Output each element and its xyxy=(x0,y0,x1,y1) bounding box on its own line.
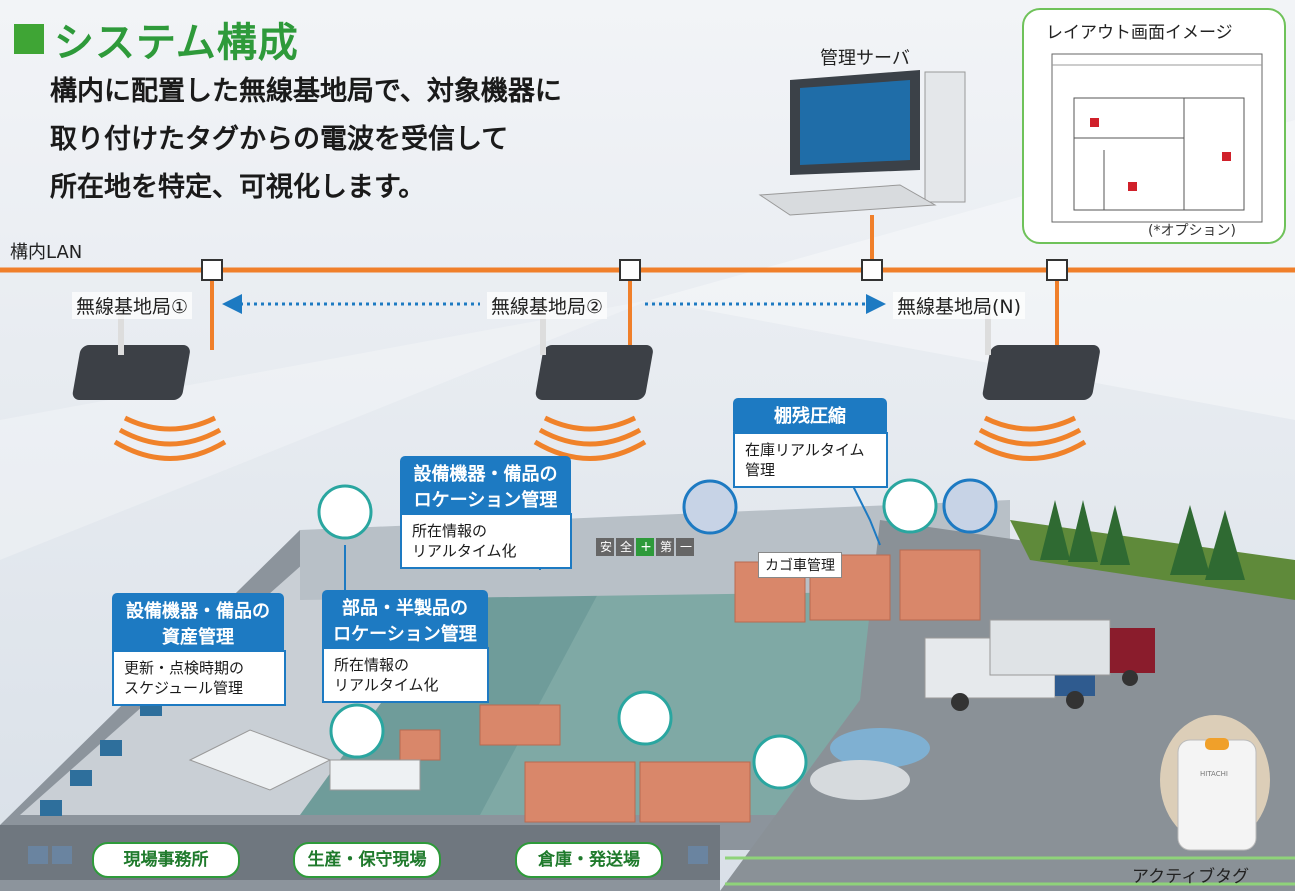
zone-office: 現場事務所 xyxy=(92,842,240,878)
base-station-label-n: 無線基地局(N) xyxy=(893,292,1026,319)
safety-sign-char: 安 xyxy=(599,540,612,554)
active-tag-device xyxy=(1160,715,1270,851)
base-station-device xyxy=(72,300,190,400)
safety-sign-char: 一 xyxy=(679,540,692,554)
callout-line: 所在情報の xyxy=(334,656,410,674)
base-station-device xyxy=(982,300,1100,400)
layout-image-note: (*オプション) xyxy=(1148,223,1236,239)
callout-line: 管理 xyxy=(745,461,776,479)
safety-sign-char: + xyxy=(640,539,652,555)
active-tag-label: アクティブタグ xyxy=(1132,867,1250,887)
title-square-icon xyxy=(14,24,44,54)
callout-line: 資産管理 xyxy=(162,627,234,648)
callout-line: 棚残圧縮 xyxy=(774,406,846,427)
server-label: 管理サーバ xyxy=(820,48,910,69)
base-station-label-1: 無線基地局① xyxy=(72,292,193,319)
layout-image-box xyxy=(1022,8,1286,244)
cago-label: カゴ車管理 xyxy=(758,552,842,578)
layout-screen-mock xyxy=(1051,53,1263,223)
arrow-left-icon xyxy=(222,294,242,314)
callout-line: ロケーション管理 xyxy=(333,624,477,645)
lan-junction xyxy=(1046,259,1068,281)
lan-junction xyxy=(861,259,883,281)
callout-line: 在庫リアルタイム xyxy=(745,441,865,459)
callout-line: 設備機器・備品の xyxy=(126,601,270,622)
layout-image-title: レイアウト画面イメージ xyxy=(1046,23,1233,43)
lead-line: 取り付けたタグからの電波を受信して xyxy=(50,124,509,155)
tag-location-icon xyxy=(1128,182,1137,191)
server-computer-icon xyxy=(758,70,966,216)
callout-line: リアルタイム化 xyxy=(412,542,517,560)
zone-production: 生産・保守現場 xyxy=(293,842,441,878)
callout-asset-body: 更新・点検時期の スケジュール管理 xyxy=(112,650,286,706)
callout-line: リアルタイム化 xyxy=(334,676,439,694)
callout-line: 部品・半製品の xyxy=(342,598,468,619)
device-marker xyxy=(682,478,998,535)
callout-shelf-body: 在庫リアルタイム 管理 xyxy=(733,432,888,488)
tag-location-icon xyxy=(1090,118,1099,127)
lead-text: 構内に配置した無線基地局で、対象機器に 取り付けたタグからの電波を受信して 所在… xyxy=(50,68,562,212)
lan-junction xyxy=(201,259,223,281)
callout-line: 設備機器・備品の xyxy=(413,464,558,485)
safety-sign-char: 第 xyxy=(659,540,672,554)
callout-line: スケジュール管理 xyxy=(124,679,243,697)
callout-parts-title: 部品・半製品の ロケーション管理 xyxy=(322,590,488,654)
callout-equip-title: 設備機器・備品の ロケーション管理 xyxy=(400,456,571,520)
tag-brand: HITACHI xyxy=(1200,770,1228,778)
callout-asset-title: 設備機器・備品の 資産管理 xyxy=(112,593,284,657)
tag-marker xyxy=(317,478,938,790)
page-title: システム構成 xyxy=(14,10,299,68)
callout-line: 所在情報の xyxy=(412,522,488,540)
zone-warehouse: 倉庫・発送場 xyxy=(515,842,663,878)
lan-junction xyxy=(619,259,641,281)
safety-sign-char: 全 xyxy=(619,540,632,554)
callout-line: ロケーション管理 xyxy=(413,490,558,511)
signal-icon xyxy=(113,415,227,461)
base-station-label-2: 無線基地局② xyxy=(487,292,608,319)
title-text: システム構成 xyxy=(54,20,299,66)
callout-parts-body: 所在情報の リアルタイム化 xyxy=(322,647,489,703)
lan-label: 構内LAN xyxy=(10,242,83,263)
base-station-device xyxy=(535,300,653,400)
tag-location-icon xyxy=(1222,152,1231,161)
signal-icon xyxy=(533,415,647,461)
safety-sign: 安 全 + 第 一 xyxy=(596,538,696,556)
signal-icon xyxy=(973,415,1087,461)
callout-shelf-title: 棚残圧縮 xyxy=(733,398,887,436)
lead-line: 構内に配置した無線基地局で、対象機器に xyxy=(50,76,562,107)
callout-line: 更新・点検時期の xyxy=(124,659,245,677)
arrow-right-icon xyxy=(866,294,886,314)
callout-equip-body: 所在情報の リアルタイム化 xyxy=(400,513,572,569)
lead-line: 所在地を特定、可視化します。 xyxy=(50,172,426,203)
